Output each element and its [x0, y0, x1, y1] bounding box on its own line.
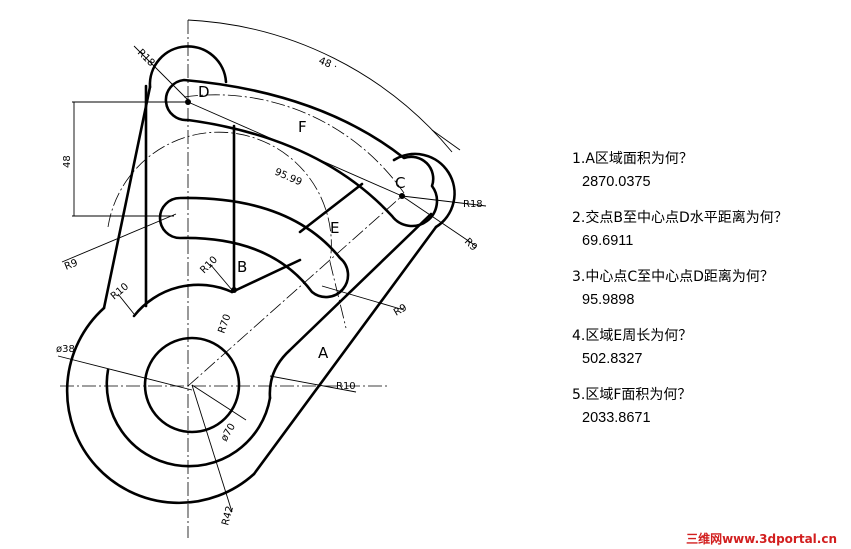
question-5: 5.区域F面积为何？	[572, 387, 692, 403]
label-e: E	[330, 219, 339, 237]
label-f: F	[298, 118, 307, 136]
dim-r9-right: R9	[462, 236, 479, 253]
answer-4: 502.8327	[582, 351, 643, 367]
centerlines	[60, 20, 405, 538]
dim-r10-left: R10	[109, 281, 131, 302]
dim-r9-left: R9	[63, 258, 79, 273]
dim-r9-mid: R9	[392, 302, 409, 318]
answer-1: 2870.0375	[582, 174, 651, 190]
dim-r70: R70	[216, 313, 233, 335]
dim-r10-bottom: R10	[336, 381, 356, 392]
answer-3: 95.9898	[582, 292, 635, 308]
region-labels: A B C D E F	[198, 83, 405, 362]
label-b: B	[237, 258, 247, 276]
dimension-lines	[57, 19, 487, 513]
question-2: 2.交点B至中心点D水平距离为何？	[572, 210, 788, 226]
dim-dia38: ø38	[56, 344, 75, 355]
dim-95-99: 95.99	[273, 167, 304, 189]
label-a: A	[318, 344, 329, 362]
part-outline	[65, 45, 456, 505]
question-list: 1.A区域面积为何？ 2870.0375 2.交点B至中心点D水平距离为何？ 6…	[572, 148, 842, 443]
label-d: D	[198, 83, 210, 101]
dim-r42: R42	[220, 505, 236, 527]
dim-r10-mid: R10	[198, 254, 220, 276]
label-c: C	[395, 174, 405, 192]
question-4: 4.区域E周长为何？	[572, 328, 693, 344]
dim-dia70: ø70	[219, 422, 238, 444]
answer-2: 69.6911	[582, 233, 634, 249]
watermark: 三维网www.3dportal.cn	[686, 532, 837, 546]
question-3: 3.中心点C至中心点D距离为何？	[572, 269, 774, 285]
dim-48-vertical: 48	[62, 155, 73, 168]
dim-r18-right: R18	[463, 199, 483, 210]
question-1: 1.A区域面积为何？	[572, 151, 693, 167]
dim-angle-48: 48 ·	[317, 56, 339, 73]
center-points	[185, 99, 405, 293]
answer-5: 2033.8671	[582, 410, 651, 426]
